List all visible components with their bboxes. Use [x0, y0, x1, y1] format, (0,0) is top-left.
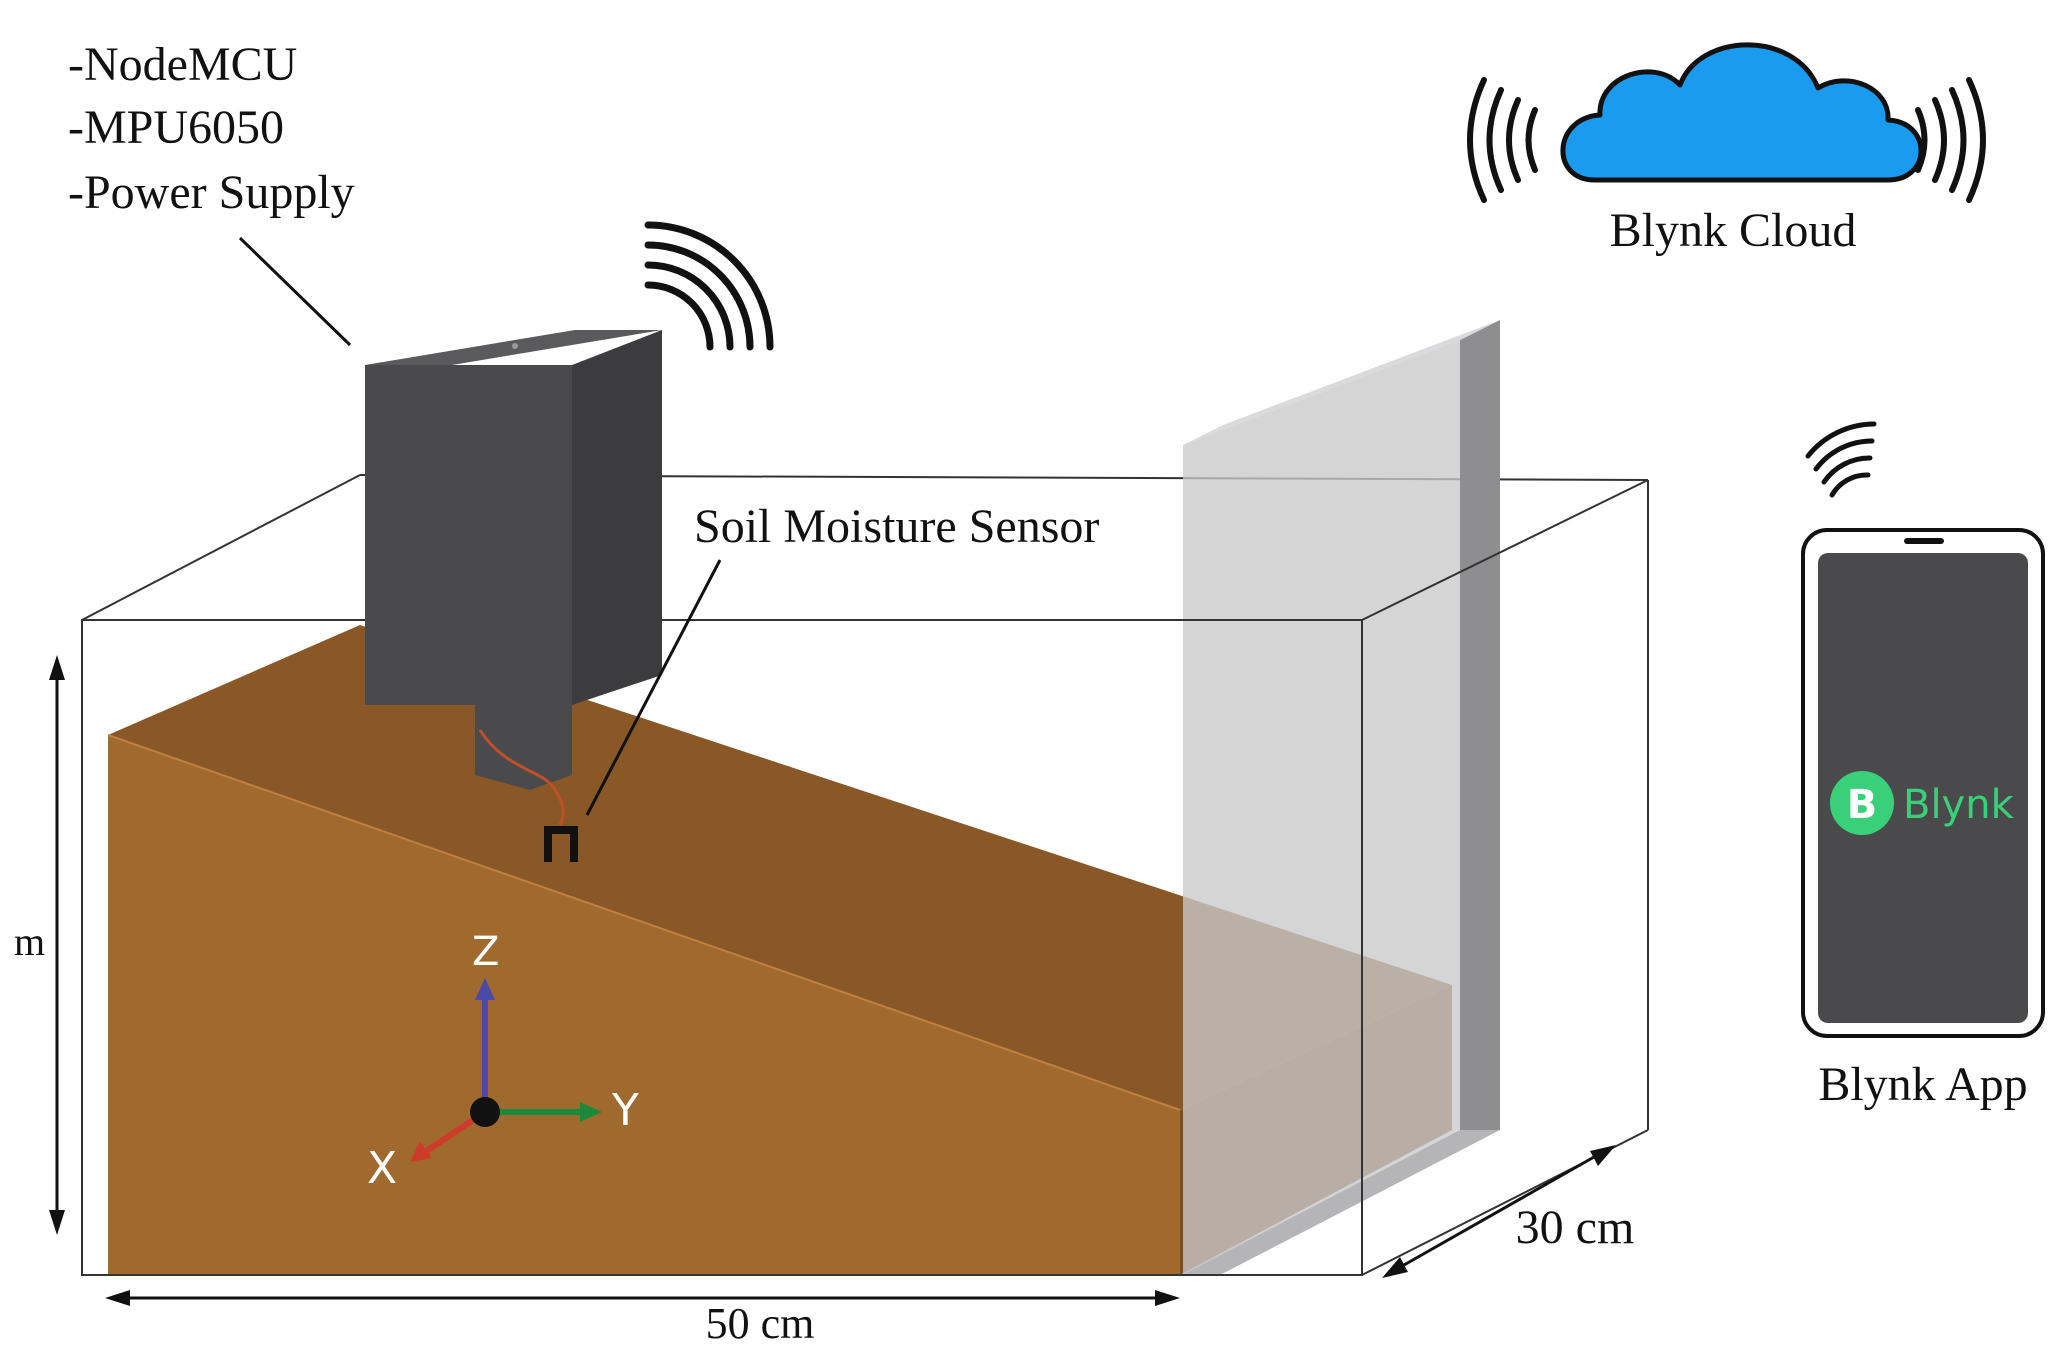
y-axis-label: Y [611, 1085, 639, 1136]
app-label: Blynk App [1818, 1058, 2027, 1111]
z-axis-arrowhead [475, 978, 495, 1000]
length-dimension-label: 50 cm [706, 1299, 815, 1348]
sensor-label: Soil Moisture Sensor [694, 500, 1099, 553]
component-leader-line [238, 236, 352, 347]
cloud-signal-right-icon [1915, 77, 1986, 203]
height-dimension-arrow [49, 655, 65, 1235]
x-axis-arrowhead [410, 1141, 432, 1162]
y-axis-arrowhead [580, 1102, 602, 1122]
axes-origin [470, 1097, 500, 1127]
component-power-supply: -Power Supply [68, 166, 355, 219]
base-plate [1180, 1130, 1500, 1275]
cloud-label: Blynk Cloud [1610, 204, 1857, 257]
sensor-wire [478, 729, 565, 826]
blynk-brand-name: Blynk [1903, 782, 2015, 828]
translucent-wall [1183, 320, 1500, 1275]
coordinate-axes [410, 978, 602, 1162]
x-axis-label: X [367, 1143, 397, 1194]
component-mpu6050: -MPU6050 [68, 101, 284, 154]
cloud-icon [1560, 42, 1924, 183]
smartphone [1801, 528, 2045, 1038]
z-axis-label: Z [472, 929, 499, 975]
sensor-enclosure [365, 330, 662, 790]
width-dimension-arrow [1382, 1145, 1616, 1278]
height-dimension-label: m [14, 919, 45, 964]
cloud-signal-left-icon [1467, 77, 1538, 203]
length-dimension-arrow [105, 1290, 1180, 1306]
device-wifi-icon [644, 221, 774, 351]
phone-wifi-icon [1805, 421, 1877, 498]
component-nodemcu: -NodeMCU [68, 38, 297, 91]
blynk-logo-icon [1830, 771, 1894, 835]
width-dimension-label: 30 cm [1516, 1201, 1635, 1254]
blynk-logo-letter: B [1847, 782, 1878, 828]
soil-moisture-probe [544, 826, 578, 862]
sensor-leader-line [585, 559, 722, 816]
